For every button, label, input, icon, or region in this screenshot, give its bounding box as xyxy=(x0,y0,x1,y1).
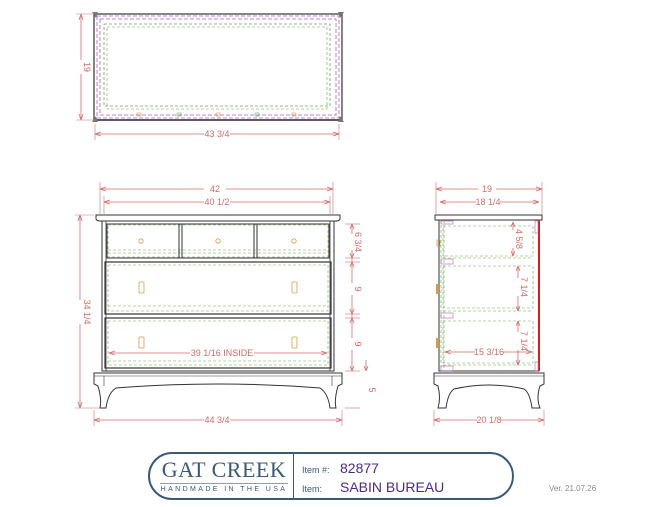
title-block: GAT CREEK HANDMADE IN THE USA Item #: 82… xyxy=(148,452,514,500)
side-drawer2-box-dim: 7 1/4 xyxy=(519,277,529,297)
item-name-label: Item: xyxy=(302,484,323,494)
side-drawer1-box-dim: 4 5/8 xyxy=(514,229,524,249)
item-number-row: Item #: 82877 xyxy=(302,460,379,476)
side-case-depth-dim: 18 1/4 xyxy=(475,197,500,207)
version-label: Ver. 21.07.26 xyxy=(549,484,597,493)
side-base-depth-dim: 20 1/8 xyxy=(476,415,501,425)
side-inside-depth-dim: 15 3/16 xyxy=(474,347,504,357)
brand-tagline: HANDMADE IN THE USA xyxy=(160,483,288,493)
front-base-height-dim: 5 xyxy=(367,387,377,392)
front-overall-width-dim: 42 xyxy=(210,184,220,194)
item-number-label: Item #: xyxy=(302,465,330,475)
front-view xyxy=(74,182,369,426)
top-view xyxy=(75,12,344,140)
front-drawer1-height-dim: 6 3/4 xyxy=(353,232,363,252)
brand-name: GAT CREEK xyxy=(161,457,287,482)
top-depth-dim: 19 xyxy=(82,62,92,72)
front-drawer2-height-dim: 9 xyxy=(353,286,363,291)
front-case-width-dim: 40 1/2 xyxy=(204,197,229,207)
item-number-value: 82877 xyxy=(340,460,379,476)
top-width-dim: 43 3/4 xyxy=(204,129,229,139)
front-height-dim: 34 1/4 xyxy=(82,299,92,324)
brand-logo: GAT CREEK HANDMADE IN THE USA xyxy=(160,458,288,496)
front-inside-width-dim: 39 1/16 INSIDE xyxy=(191,348,254,358)
title-block-divider xyxy=(293,454,294,498)
side-drawer3-box-dim: 7 1/4 xyxy=(519,331,529,351)
item-name-row: Item: SABIN BUREAU xyxy=(302,479,444,495)
front-drawer3-height-dim: 9 xyxy=(353,341,363,346)
item-name-value: SABIN BUREAU xyxy=(340,479,445,495)
side-overall-depth-dim: 19 xyxy=(482,184,492,194)
front-base-width-dim: 44 3/4 xyxy=(204,415,229,425)
side-view xyxy=(433,182,545,426)
